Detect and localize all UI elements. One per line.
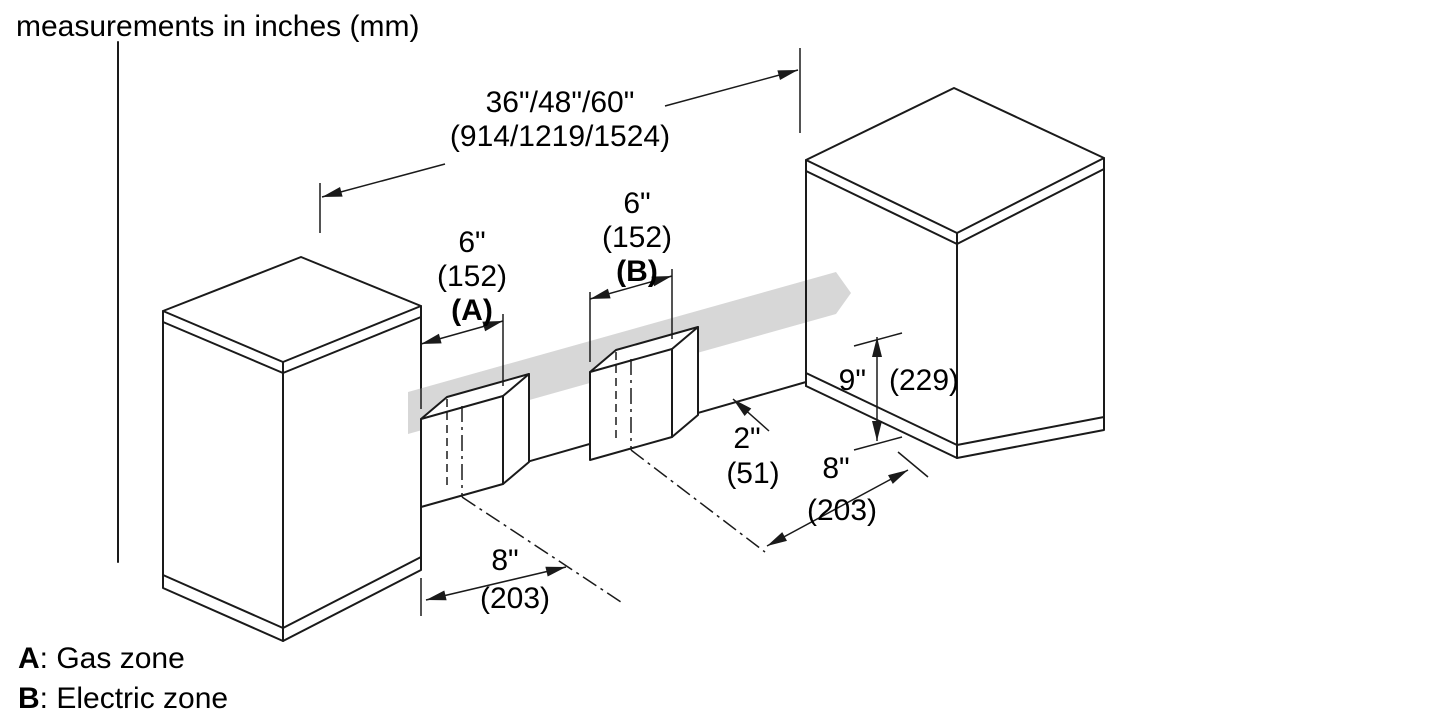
dim-span-label-mm: (914/1219/1524) xyxy=(450,120,670,153)
dim-left-offset-label-mm: (203) xyxy=(480,582,550,615)
dim-span-line-right xyxy=(664,69,799,107)
dim-left-offset-label-inches: 8" xyxy=(491,544,518,577)
dim-span: 36"/48"/60" (914/1219/1524) xyxy=(319,48,801,233)
gas-zone-centerline-extension xyxy=(461,496,625,605)
dim-right-offset-label-inches: 8" xyxy=(822,452,849,485)
legend-key-b: B xyxy=(18,682,40,715)
legend-label-b: : Electric zone xyxy=(40,682,228,715)
dim-span-label-inches: 36"/48"/60" xyxy=(486,86,635,119)
electric-box-top-edge xyxy=(671,326,699,350)
left-cabinet-counter-line xyxy=(162,316,422,374)
dim-height-tick-bottom xyxy=(853,436,903,451)
right-range-cabinet xyxy=(805,87,1105,459)
dim-a-label-mm: (152) xyxy=(437,260,507,293)
left-cabinet-base-line xyxy=(162,556,422,629)
dim-height-label-mm: (229) xyxy=(889,364,959,397)
dim-span-line-left xyxy=(321,163,446,198)
gas-box-top-edge xyxy=(502,373,530,397)
right-cabinet-body xyxy=(805,87,1105,459)
dim-a-label-inches: 6" xyxy=(458,226,485,259)
dim-b-label-tag: (B) xyxy=(616,255,658,288)
dim-a-arrow xyxy=(420,320,504,345)
legend-item-gas-zone: A: Gas zone xyxy=(18,642,185,675)
dim-height-label-inches: 9" xyxy=(839,364,866,397)
dim-b-label-mm: (152) xyxy=(602,221,672,254)
legend-item-electric-zone: B: Electric zone xyxy=(18,682,228,715)
legend-label-a: : Gas zone xyxy=(40,642,185,675)
dim-right-offset-arrow xyxy=(766,469,909,547)
dim-zone-a: 6" (152) (A) xyxy=(420,226,507,409)
legend: A: Gas zone B: Electric zone xyxy=(18,642,228,715)
dim-height: 9" (229) xyxy=(839,332,959,451)
dim-b-label-inches: 6" xyxy=(623,187,650,220)
dim-left-offset: 8" (203) xyxy=(420,544,567,616)
dim-wall-offset-label-mm: (51) xyxy=(726,457,779,490)
dim-b-arrow xyxy=(589,275,673,300)
diagram-title: measurements in inches (mm) xyxy=(16,10,419,43)
right-cabinet-base-line xyxy=(805,372,1105,446)
dim-right-offset-ext xyxy=(897,451,929,478)
dim-zone-b: 6" (152) (B) xyxy=(589,187,673,362)
electric-zone-box xyxy=(589,326,699,461)
dim-wall-offset: 2" (51) xyxy=(726,398,780,490)
gas-zone-box xyxy=(420,373,530,508)
dim-right-offset: 8" (203) xyxy=(766,451,929,547)
right-cabinet-counter-line xyxy=(805,168,1105,245)
dim-right-offset-label-mm: (203) xyxy=(807,494,877,527)
dim-a-label-tag: (A) xyxy=(451,294,493,327)
dim-wall-offset-arrow xyxy=(732,398,770,432)
left-cabinet-body xyxy=(162,256,422,642)
legend-key-a: A xyxy=(18,642,40,675)
dim-left-offset-arrow xyxy=(425,566,567,601)
dim-wall-offset-label-inches: 2" xyxy=(733,422,760,455)
left-range-cabinet xyxy=(162,256,422,642)
